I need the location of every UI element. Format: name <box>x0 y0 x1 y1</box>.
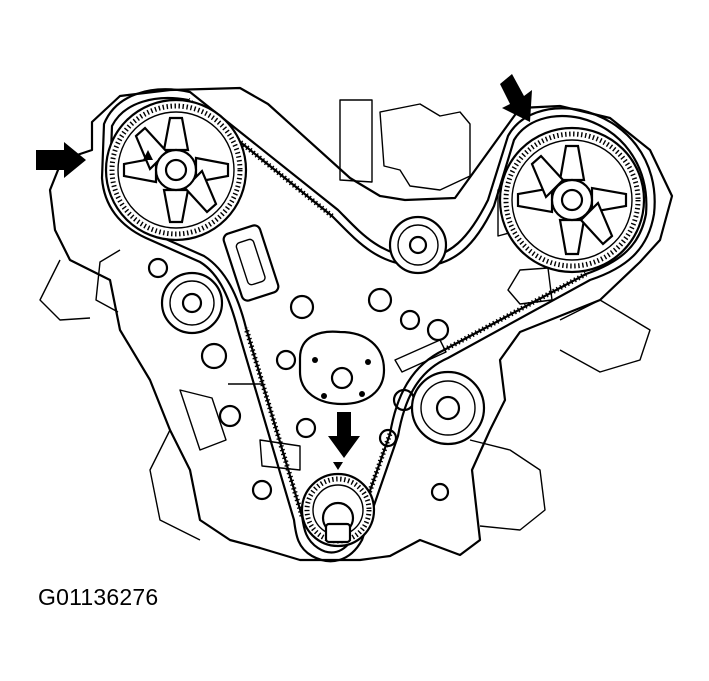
arrow-right-cam-mark <box>500 74 532 122</box>
tensioner-pulley <box>410 370 486 446</box>
water-pump <box>298 330 386 406</box>
left-camshaft-pulley <box>104 98 248 242</box>
arrow-crank-mark <box>328 412 360 458</box>
right-pulley-spokes <box>516 144 628 256</box>
center-idler-pulley <box>388 215 448 275</box>
crankshaft-pulley <box>300 462 376 548</box>
left-idler-pulley <box>160 271 224 335</box>
engine-detail <box>147 224 450 502</box>
arrow-left-cam-mark <box>36 142 86 178</box>
right-camshaft-pulley <box>498 126 646 274</box>
figure-id-label: G01136276 <box>38 584 159 610</box>
